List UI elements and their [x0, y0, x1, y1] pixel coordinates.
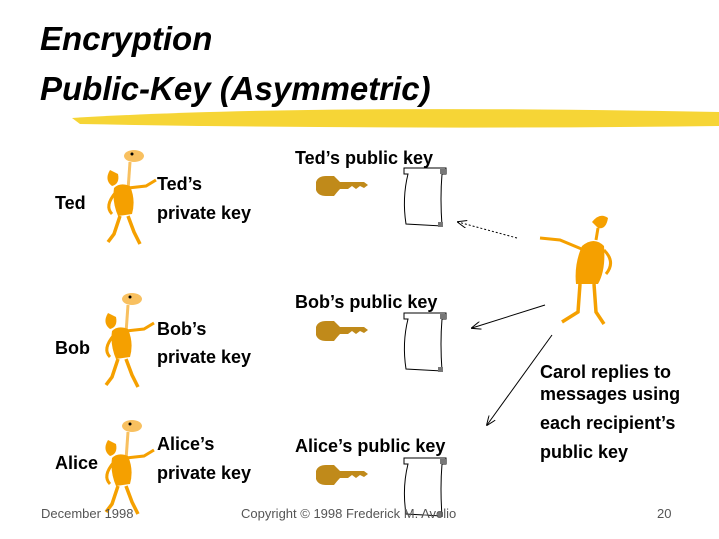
ted-private-key-line1: Ted’s: [157, 174, 203, 194]
bob-scroll-icon: [403, 312, 447, 373]
bob-key-icon: [316, 321, 368, 341]
carol-note-line4: public key: [540, 442, 629, 462]
ted-private-key-line2: private key: [157, 203, 252, 223]
footer-date: December 1998: [41, 506, 134, 521]
arrow-to-alice: [487, 334, 553, 425]
ted-key-icon: [316, 176, 368, 196]
ted-public-key-label: Ted’s public key: [295, 148, 434, 168]
ted-label: Ted: [55, 193, 86, 213]
footer-copyright: Copyright © 1998 Frederick M. Avolio: [241, 506, 457, 521]
carol-note-line1: Carol replies to: [540, 362, 672, 382]
alice-label: Alice: [55, 453, 99, 473]
title-brush-stroke: [72, 109, 719, 128]
bob-private-key-line1: Bob’s: [157, 319, 207, 339]
alice-public-key-label: Alice’s public key: [295, 436, 446, 456]
bob-public-key-label: Bob’s public key: [295, 292, 438, 312]
alice-key-icon: [316, 465, 368, 485]
bob-label: Bob: [55, 338, 90, 358]
arrow-to-bob: [472, 304, 546, 328]
footer-page-number: 20: [657, 506, 672, 521]
slide-title: Encryption: [40, 20, 213, 57]
bob-figure: [103, 291, 156, 389]
carol-note-line2: messages using: [540, 384, 681, 404]
bob-private-key-line2: private key: [157, 347, 252, 367]
arrow-to-ted: [458, 222, 518, 239]
carol-note-line3: each recipient’s: [540, 413, 676, 433]
alice-figure: [103, 418, 156, 516]
ted-figure: [105, 148, 158, 246]
slide-subtitle: Public-Key (Asymmetric): [40, 70, 431, 107]
alice-private-key-line1: Alice’s: [157, 434, 215, 454]
carol-figure: [539, 215, 612, 325]
ted-scroll-icon: [403, 167, 447, 228]
alice-private-key-line2: private key: [157, 463, 252, 483]
